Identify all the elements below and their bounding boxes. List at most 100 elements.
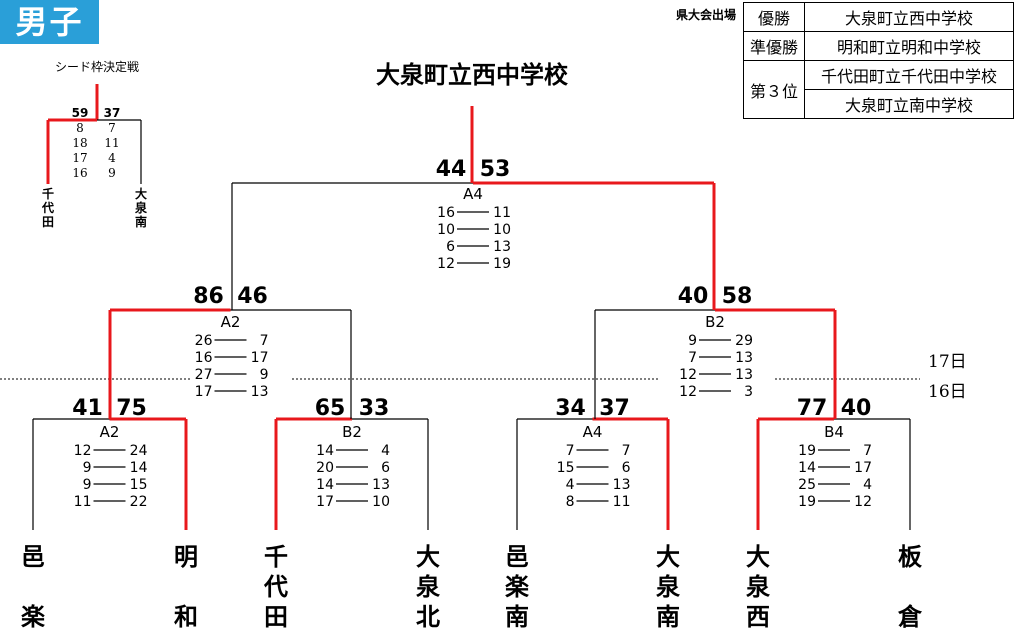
r1_4-quarter-right: 17 — [854, 460, 872, 476]
sf_2-right-score: 58 — [722, 284, 753, 309]
r1_2-quarter-right: 13 — [372, 477, 390, 493]
r1_2-quarter-left: 20 — [316, 460, 334, 476]
r1_1-quarter-left: 11 — [74, 494, 92, 510]
r1_1-quarter-right: 22 — [130, 494, 148, 510]
day-label-lower: 16日 — [928, 382, 967, 402]
r1_4-right-score: 40 — [841, 396, 872, 421]
sf_2-quarter-left: 9 — [688, 333, 697, 349]
final-quarter-right: 13 — [493, 239, 511, 255]
results-row-third-2: 大泉町立南中学校 — [744, 89, 1015, 119]
r1_3-court: A4 — [583, 423, 603, 441]
seed-right-score: 37 — [104, 106, 121, 120]
team-name-char: 大 — [656, 543, 680, 571]
team-name-char: 泉 — [656, 573, 681, 601]
r1_3-quarter-left: 8 — [566, 494, 575, 510]
seed-left-team-char: 代 — [41, 200, 54, 215]
r1_3-left-score: 34 — [555, 396, 586, 421]
r1_2-quarter-left: 14 — [316, 477, 334, 493]
results-school: 千代田町立千代田中学校 — [804, 60, 1015, 90]
sf_1-quarter-left: 27 — [195, 367, 213, 383]
seed-quarter-left: 18 — [72, 136, 87, 150]
r1_4-quarter-left: 14 — [798, 460, 816, 476]
r1_3-quarter-right: 13 — [613, 477, 631, 493]
r1_4-quarter-right: 12 — [854, 494, 872, 510]
sf_2-quarter-right: 13 — [735, 367, 753, 383]
seed-right-team-char: 泉 — [135, 200, 148, 215]
r1_2-right-score: 33 — [359, 396, 390, 421]
team-name-char: 泉 — [746, 573, 771, 601]
r1_1-quarter-left: 9 — [83, 460, 92, 476]
results-row-champion: 優勝 大泉町立西中学校 — [742, 2, 1015, 32]
seed-quarter-right: 7 — [108, 121, 116, 135]
r1_4-quarter-left: 19 — [798, 443, 816, 459]
r1_2-court: B2 — [342, 423, 362, 441]
final-quarter-left: 12 — [437, 256, 455, 272]
results-row-runner-up: 準優勝 明和町立明和中学校 — [742, 31, 1015, 61]
team-name-char: 板 — [898, 543, 923, 571]
r1_3-quarter-right: 11 — [613, 494, 631, 510]
sf_2-quarter-right: 29 — [735, 333, 753, 349]
seed-left-score: 59 — [72, 106, 89, 120]
seed-quarter-left: 16 — [72, 166, 87, 180]
r1_1-left-score: 41 — [72, 396, 103, 421]
seed-right-team-char: 大 — [135, 186, 147, 201]
sf_1-left-score: 86 — [193, 284, 224, 309]
r1_2-quarter-right: 10 — [372, 494, 390, 510]
sf_2-quarter-right: 13 — [735, 350, 753, 366]
r1_2-quarter-right: 6 — [381, 460, 390, 476]
r1_3-quarter-left: 15 — [557, 460, 575, 476]
team-name-char: 倉 — [897, 603, 923, 631]
final-left-score: 44 — [436, 157, 467, 182]
r1_1-quarter-right: 24 — [130, 443, 148, 459]
bracket-lines — [32, 84, 911, 530]
final-quarter-left: 6 — [446, 239, 455, 255]
team-name-char: 南 — [505, 603, 529, 631]
team-name-char: 大 — [746, 543, 770, 571]
team-name-char: 楽 — [21, 603, 46, 631]
results-school: 大泉町立南中学校 — [804, 89, 1015, 119]
seed-quarter-right: 11 — [104, 136, 119, 150]
sf_2-court: B2 — [705, 313, 725, 331]
sf_1-quarter-right: 13 — [251, 384, 269, 400]
r1_1-quarter-left: 9 — [83, 477, 92, 493]
sf_2-left-score: 40 — [678, 284, 709, 309]
seed-left-team-char: 千 — [42, 186, 54, 201]
results-rank: 優勝 — [742, 2, 806, 32]
final-quarter-left: 10 — [437, 222, 455, 238]
team-name-char: 楽 — [505, 573, 530, 601]
r1_4-court: B4 — [824, 423, 844, 441]
sf_1-court: A2 — [221, 313, 241, 331]
results-school: 大泉町立西中学校 — [804, 2, 1015, 32]
r1_3-quarter-left: 4 — [566, 477, 575, 493]
team-name-char: 泉 — [416, 573, 441, 601]
r1_1-quarter-right: 14 — [130, 460, 148, 476]
r1_4-quarter-left: 19 — [798, 494, 816, 510]
r1_4-quarter-right: 4 — [863, 477, 872, 493]
day-label-upper: 17日 — [928, 352, 967, 372]
team-name-char: 田 — [264, 603, 288, 631]
final-court: A4 — [463, 185, 483, 203]
sf_2-quarter-right: 3 — [744, 384, 753, 400]
r1_2-quarter-left: 17 — [316, 494, 334, 510]
r1_2-quarter-left: 14 — [316, 443, 334, 459]
seed-game-title: シード枠決定戦 — [55, 59, 139, 74]
sf_1-quarter-left: 17 — [195, 384, 213, 400]
final-right-score: 53 — [480, 157, 511, 182]
r1_1-right-score: 75 — [116, 396, 147, 421]
r1_2-quarter-right: 4 — [381, 443, 390, 459]
seed-quarter-right: 9 — [108, 166, 116, 180]
sf_2-quarter-left: 12 — [679, 384, 697, 400]
results-row-third-1: 第３位 千代田町立千代田中学校 — [742, 60, 1015, 119]
team-name-char: 邑 — [505, 543, 529, 571]
seed-quarter-left: 8 — [76, 121, 84, 135]
seed-quarter-left: 17 — [72, 151, 87, 165]
r1_4-quarter-left: 25 — [798, 477, 816, 493]
r1_3-right-score: 37 — [599, 396, 630, 421]
team-name-char: 千 — [264, 543, 288, 571]
seed-left-team-char: 田 — [42, 215, 54, 229]
r1_3-quarter-right: 6 — [622, 460, 631, 476]
team-name-char: 西 — [746, 603, 770, 631]
final-quarter-right: 19 — [493, 256, 511, 272]
